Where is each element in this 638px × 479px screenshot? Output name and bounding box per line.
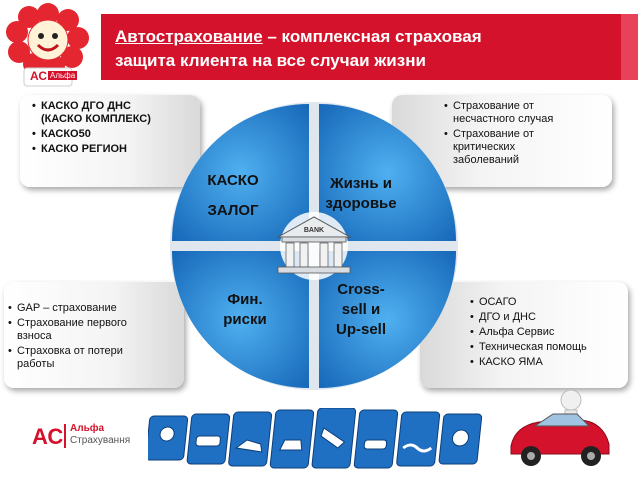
quadrant-label-kasko: КАСКО ЗАЛОГ xyxy=(178,166,288,226)
list-bottom-right: ОСАГО ДГО и ДНС Альфа Сервис Техническая… xyxy=(470,296,590,371)
q3-line2: риски xyxy=(223,311,267,328)
footer-logo: АС xyxy=(32,424,63,450)
list-top-right: Страхование от несчастного случая Страхо… xyxy=(444,100,569,169)
q4-line2: sell и xyxy=(341,301,381,318)
quadrant-label-cross: Cross- sell и Up-sell xyxy=(306,280,416,340)
title-bar xyxy=(101,14,638,80)
quadrant-label-fin: Фин. риски xyxy=(190,290,300,330)
footer-logo-text: Альфа Страхування xyxy=(70,423,130,447)
circle-diagram: BANK xyxy=(170,102,458,390)
list-item: Техническая помощь xyxy=(470,341,590,354)
bank-label: BANK xyxy=(304,227,324,234)
footer-logo-line1: Альфа xyxy=(70,423,105,434)
collision-icon xyxy=(228,411,273,467)
list-item: Страхование первого взноса xyxy=(8,317,128,343)
quadrant-top-right xyxy=(319,104,456,241)
red-car-icon xyxy=(510,389,610,466)
q1-line1: КАСКО xyxy=(207,172,259,189)
falling-car-icon xyxy=(311,408,357,469)
box-bottom-right: ОСАГО ДГО и ДНС Альфа Сервис Техническая… xyxy=(420,282,628,388)
q2-line1: Жизнь и xyxy=(330,175,392,192)
title-prefix: Автострахование xyxy=(115,27,263,46)
list-bottom-left: GAP – страхование Страхование первого вз… xyxy=(8,302,128,373)
list-item: КАСКО50 xyxy=(32,128,152,141)
mascot-logo: АС Альфа xyxy=(2,2,94,92)
list-item: Альфа Сервис xyxy=(470,326,590,339)
list-item: КАСКО ЯМА xyxy=(470,356,590,369)
list-item: Страхование от критических заболеваний xyxy=(444,128,569,167)
fire-car-icon xyxy=(269,409,315,469)
q2-line2: здоровье xyxy=(325,195,397,212)
icon-strip xyxy=(148,408,483,469)
title-line2: защита клиента на все случаи жизни xyxy=(115,51,426,70)
q3-line1: Фин. xyxy=(227,291,263,308)
footer-logo-divider xyxy=(64,424,66,448)
q1-line2: ЗАЛОГ xyxy=(207,202,259,219)
list-item: GAP – страхование xyxy=(8,302,128,315)
mascot-logo-brand: АС xyxy=(30,69,48,83)
q4-line1: Cross- xyxy=(337,281,385,298)
bank-icon xyxy=(276,212,352,280)
car-icon xyxy=(186,413,231,465)
list-item: Страхование от несчастного случая xyxy=(444,100,569,126)
quadrant-label-life: Жизнь и здоровье xyxy=(306,174,416,214)
q4-line3: Up-sell xyxy=(335,321,386,338)
overturn-icon xyxy=(353,409,399,469)
title-rest: – комплексная страховая xyxy=(262,27,482,46)
page-title: Автострахование – комплексная страховая … xyxy=(115,25,615,73)
list-item: ОСАГО xyxy=(470,296,590,309)
mascot-logo-brand-small: Альфа xyxy=(48,71,78,80)
list-item: Страховка от потери работы xyxy=(8,345,128,371)
quadrant-top-left xyxy=(172,104,309,241)
footer-logo-line2: Страхування xyxy=(70,435,131,446)
list-top-left: КАСКО ДГО ДНС (КАСКО КОМПЛЕКС) КАСКО50 К… xyxy=(32,100,152,158)
box-bottom-left: GAP – страхование Страхование первого вз… xyxy=(4,282,184,388)
title-accent xyxy=(621,14,638,80)
list-item: КАСКО ДГО ДНС (КАСКО КОМПЛЕКС) xyxy=(32,100,152,126)
accident-icon xyxy=(148,415,189,461)
flood-icon xyxy=(396,411,441,467)
quadrant-bottom-left xyxy=(172,251,309,388)
list-item: ДГО и ДНС xyxy=(470,311,590,324)
theft-icon xyxy=(438,413,483,465)
list-item: КАСКО РЕГИОН xyxy=(32,143,152,156)
footer-logo-mark: АС xyxy=(32,424,64,449)
quadrant-bottom-right xyxy=(319,251,456,388)
box-top-left: КАСКО ДГО ДНС (КАСКО КОМПЛЕКС) КАСКО50 К… xyxy=(20,95,200,187)
